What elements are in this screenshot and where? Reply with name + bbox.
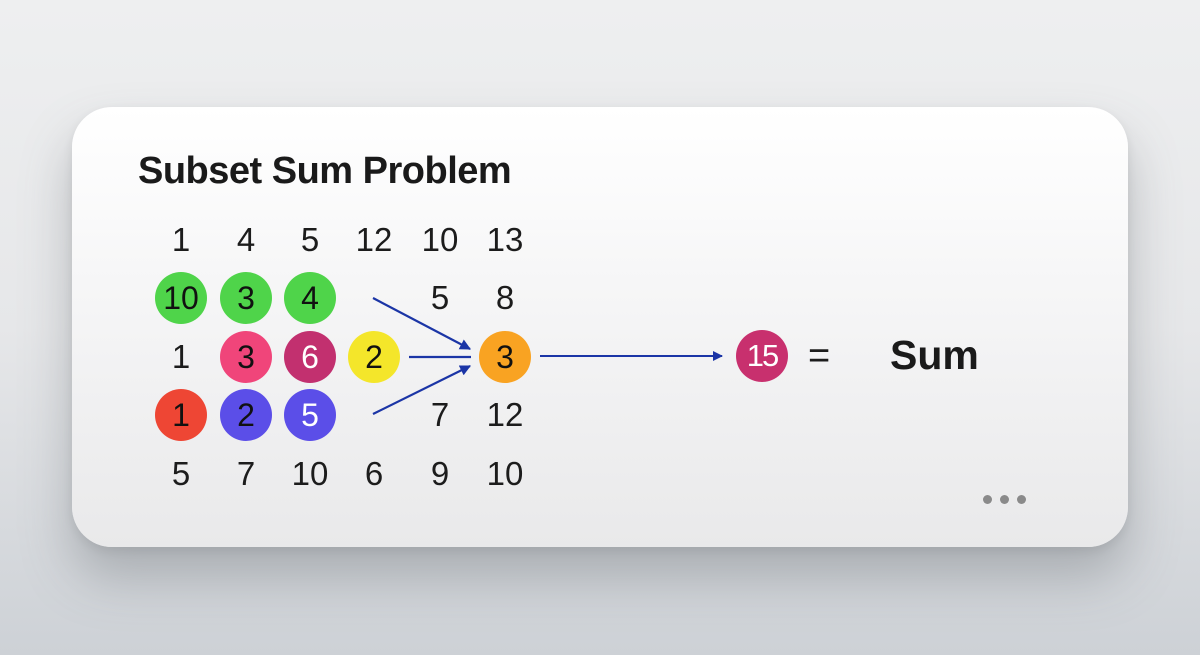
number: 7 xyxy=(430,396,450,433)
pink-circle: 3 xyxy=(220,331,272,383)
number: 8 xyxy=(495,279,515,316)
target-orange-circle: 3 xyxy=(479,331,531,383)
magenta-circle: 6 xyxy=(284,331,336,383)
green-circle: 10 xyxy=(155,272,207,324)
number: 10 xyxy=(421,221,459,258)
green-circle: 4 xyxy=(284,272,336,324)
dot xyxy=(1000,495,1009,504)
arrow-top xyxy=(372,297,471,350)
blue-circle: 2 xyxy=(220,389,272,441)
yellow-circle: 2 xyxy=(348,331,400,383)
number: 1 xyxy=(171,338,191,375)
number: 12 xyxy=(355,221,393,258)
equals-sign: = xyxy=(808,335,831,377)
number: 6 xyxy=(364,455,384,492)
result-circle: 15 xyxy=(736,330,788,382)
page-title: Subset Sum Problem xyxy=(138,150,512,192)
arrow-bottom xyxy=(372,365,471,415)
blue-circle: 5 xyxy=(284,389,336,441)
number: 10 xyxy=(486,455,524,492)
number: 4 xyxy=(236,221,256,258)
number: 1 xyxy=(171,221,191,258)
number: 5 xyxy=(430,279,450,316)
number: 7 xyxy=(236,455,256,492)
green-circle: 3 xyxy=(220,272,272,324)
number: 5 xyxy=(171,455,191,492)
number: 12 xyxy=(486,396,524,433)
number: 10 xyxy=(291,455,329,492)
number: 5 xyxy=(300,221,320,258)
diagram-card xyxy=(72,107,1128,547)
red-circle: 1 xyxy=(155,389,207,441)
number: 9 xyxy=(430,455,450,492)
dot xyxy=(983,495,992,504)
dot xyxy=(1017,495,1026,504)
number: 13 xyxy=(486,221,524,258)
more-horizontal-icon[interactable] xyxy=(983,495,1026,504)
sum-label: Sum xyxy=(890,332,979,378)
